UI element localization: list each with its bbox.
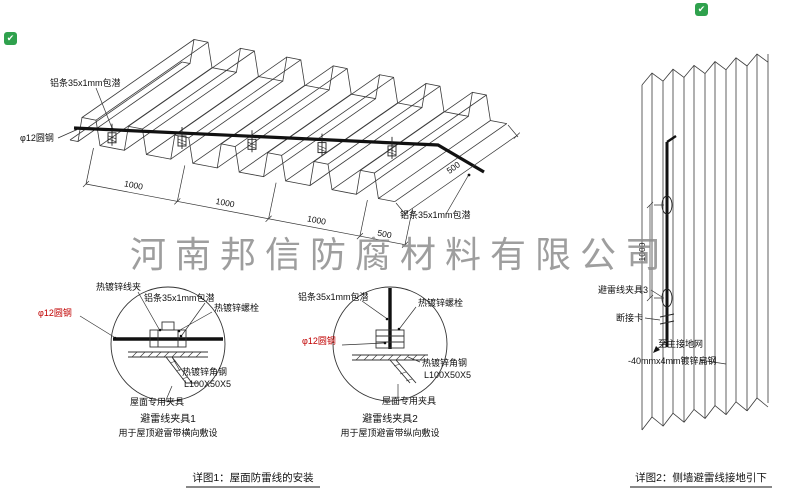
c2-angle-label: 热镀锌角钢 [422, 357, 467, 368]
roof-corrugated-sheet [69, 39, 508, 203]
dim-1000-3: 1000 [306, 213, 327, 226]
wall-corrugation-unit [683, 65, 706, 423]
c1-bolt-label: 热镀锌螺栓 [214, 302, 259, 313]
roof-leaders [57, 87, 469, 215]
annotation-stamp-icon: ✔ [4, 32, 17, 45]
leader-dot [179, 334, 183, 338]
leader-dot [74, 127, 78, 131]
c2-bolt-label: 热镀锌螺栓 [418, 297, 463, 308]
leader-dot [113, 336, 117, 340]
c1-clip-label: 热镀锌线夹 [96, 281, 141, 292]
corrugation-unit [347, 91, 508, 203]
leader-dot [177, 329, 181, 333]
leader-dot [467, 173, 471, 177]
c1-angle-label: 热镀锌角钢 [182, 366, 227, 377]
c2-rod-label: φ12圆钢 [302, 335, 336, 346]
roof-strip-label-top: 铝条35x1mm包潜 [50, 77, 121, 88]
wire-clamp-symbol [387, 136, 397, 160]
clamp-detail-1 [79, 286, 226, 402]
c1-fixture-label: 屋面专用夹具 [130, 396, 184, 407]
dim-500-front: 500 [377, 228, 393, 241]
roof-strip-label-right: 铝条35x1mm包潜 [400, 209, 471, 220]
wall-leaders [644, 289, 727, 365]
c1-angle-size-label: L100X50X5 [184, 379, 231, 389]
c1-strip-label: 铝条35x1mm包潜 [144, 292, 215, 303]
caption-detail1: 详图1：屋面防雷线的安装 [192, 471, 314, 484]
roof-lightning-wire [73, 123, 485, 174]
dim-1000-2: 1000 [215, 196, 236, 209]
wall-disconnect-label: 断接卡 [616, 312, 643, 323]
roof-dimension-right [395, 124, 521, 217]
leader-dot [385, 317, 389, 321]
leader-dot [383, 341, 387, 345]
clamp-detail-2 [332, 286, 448, 402]
c2-subtitle: 用于屋顶避雷带纵向敷设 [340, 427, 439, 438]
wire-clamp-symbol [317, 133, 327, 157]
c2-fixture-label: 屋面专用夹具 [382, 395, 436, 406]
leader-dot [110, 127, 114, 131]
wall-corrugated-sheet [641, 53, 769, 431]
dim-1000-1: 1000 [123, 178, 144, 191]
wall-clamp-label: 避雷线夹具3 [598, 284, 648, 295]
wall-dimension [646, 201, 664, 302]
wall-dim-1000: 1000 [637, 242, 647, 261]
wall-flat-steel-label: -40mmx4mm镀锌扁钢 [628, 355, 717, 366]
c2-angle-size-label: L100X50X5 [424, 370, 471, 380]
c1-subtitle: 用于屋顶避雷带横向敷设 [118, 427, 217, 438]
caption-detail2: 详图2：侧墙避雷线接地引下 [635, 471, 767, 484]
roof-rod-label: φ12圆钢 [20, 132, 54, 143]
annotation-stamp-icon: ✔ [695, 3, 708, 16]
leader-dot [158, 328, 162, 332]
wire-clamp-symbol [177, 126, 187, 150]
wall-down-conductor [653, 135, 677, 353]
c1-title: 避雷线夹具1 [140, 412, 196, 425]
roof-dimension-bottom [82, 147, 413, 248]
c2-strip-label: 铝条35x1mm包潜 [298, 291, 369, 302]
leader-dot [397, 327, 401, 331]
dim-500-depth: 500 [445, 159, 463, 175]
c1-rod-label: φ12圆钢 [38, 307, 72, 318]
wall-corrugation-unit [725, 57, 748, 416]
wall-ground-label: 至主接地网 [658, 338, 703, 349]
wall-corrugation-unit [746, 53, 769, 412]
c2-title: 避雷线夹具2 [362, 412, 418, 425]
